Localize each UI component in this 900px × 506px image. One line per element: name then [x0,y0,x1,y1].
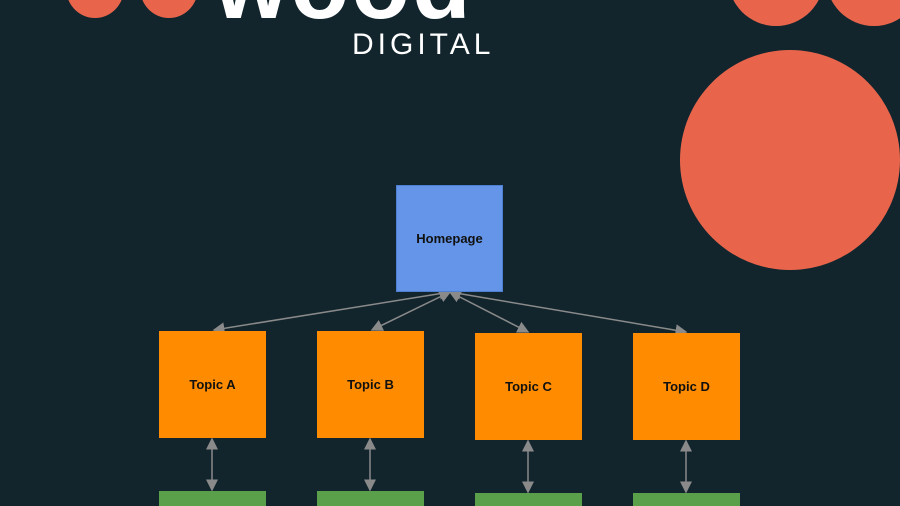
topic-node-b: Topic B [317,331,424,438]
topic-label: Topic D [663,379,710,394]
subpage-node-d [633,493,740,506]
logo-blob-right [140,0,198,18]
topic-label: Topic B [347,377,394,392]
topic-node-d: Topic D [633,333,740,440]
homepage-node: Homepage [396,185,503,292]
subpage-node-c [475,493,582,506]
topic-label: Topic A [189,377,236,392]
decorative-circle [680,50,900,270]
logo-blob-left [66,0,124,18]
connector-home-topic-a [212,287,452,335]
connector-home-topic-b [370,291,452,331]
subpage-node-b [317,491,424,506]
topic-node-a: Topic A [159,331,266,438]
logo-wordmark: wood [214,0,473,34]
logo-subtitle: DIGITAL [352,28,495,61]
homepage-label: Homepage [416,231,483,246]
subpage-node-a [159,491,266,506]
topic-label: Topic C [505,379,552,394]
connector-home-topic-d [448,287,688,337]
topic-node-c: Topic C [475,333,582,440]
